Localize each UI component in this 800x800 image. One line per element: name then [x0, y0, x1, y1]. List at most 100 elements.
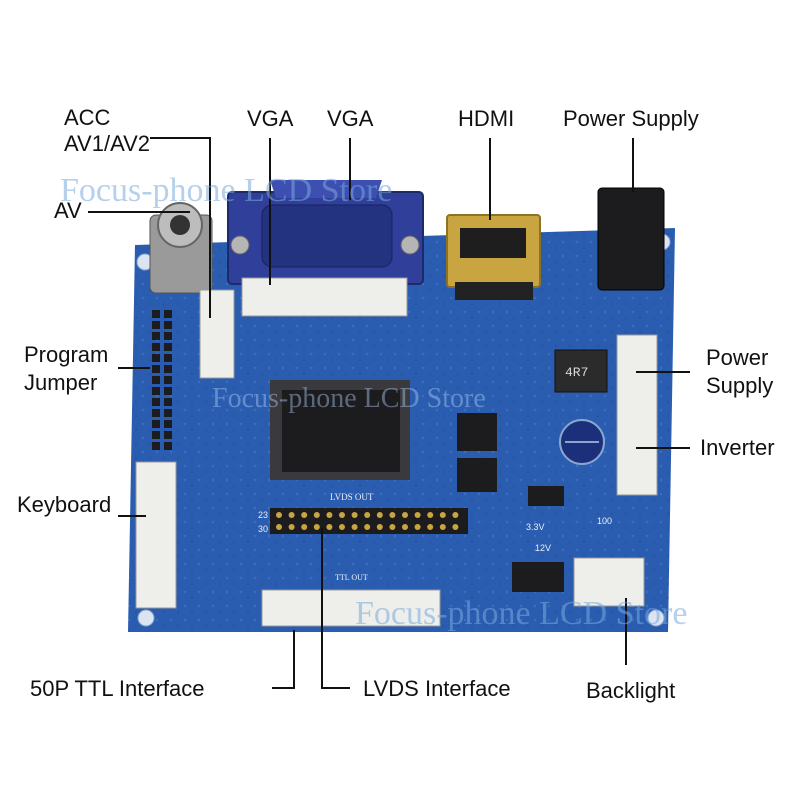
program-jumper-pins [152, 310, 172, 450]
label-av1-av2: AV1/AV2 [64, 131, 151, 156]
jumper-pin [164, 387, 172, 395]
jumper-pin [152, 332, 160, 340]
label-program-jumper: Program Jumper [24, 342, 109, 396]
lvds-pin [427, 512, 434, 518]
lvds-pin [402, 512, 408, 518]
label-program-line1: Program [24, 342, 109, 367]
jumper-pin [164, 310, 172, 318]
board-text-23: 23 [258, 510, 268, 520]
component [457, 413, 497, 451]
board-text-30: 30 [258, 524, 268, 534]
label-vga-right: VGA [327, 106, 374, 131]
jumper-pin [152, 354, 160, 362]
vga-header [241, 277, 408, 317]
lvds-pin [288, 524, 295, 530]
lvds-pin [351, 512, 358, 518]
mount-hole-br [647, 609, 665, 627]
lvds-pin [376, 524, 383, 530]
component [457, 458, 497, 492]
jumper-pin [164, 354, 172, 362]
jumper-pin [164, 420, 172, 428]
lvds-pin [364, 512, 371, 518]
board-text-12v: 12V [535, 543, 551, 553]
label-lvds-interface: LVDS Interface [363, 676, 511, 701]
jumper-pin [164, 343, 172, 351]
jumper-pin [152, 376, 160, 384]
jumper-pin [164, 398, 172, 406]
label-ttl-interface: 50P TTL Interface [30, 676, 205, 701]
jumper-pin [152, 409, 160, 417]
leader-lines [88, 137, 690, 689]
inductor [554, 349, 608, 393]
label-program-line2: Jumper [24, 370, 98, 396]
lvds-pin [351, 524, 358, 530]
board-text-ttl-out: TTL OUT [335, 573, 368, 582]
lvds-pin [301, 512, 308, 518]
label-power-line2: Supply [706, 373, 774, 399]
lvds-pin [452, 524, 459, 530]
vga-port [227, 180, 424, 285]
jumper-pin [152, 365, 160, 373]
lvds-pin [339, 524, 345, 530]
lvds-pin [439, 512, 446, 518]
lvds-pin [389, 512, 396, 518]
label-vga-left: VGA [247, 106, 294, 131]
label-power-line1: Power [706, 345, 769, 370]
board-text-inductor: 4R7 [565, 365, 588, 380]
jumper-pin [164, 409, 172, 417]
power-jack [597, 187, 665, 291]
lvds-pin [301, 524, 308, 530]
backlight-connector [573, 557, 645, 607]
leader-ttl [272, 630, 295, 689]
lvds-pin [376, 512, 383, 518]
jumper-pin [164, 365, 172, 373]
label-power-supply-top: Power Supply [563, 106, 699, 131]
lvds-pin [326, 524, 333, 530]
lvds-pin [364, 524, 371, 530]
label-acc: ACC [64, 105, 111, 130]
lvds-pin [313, 524, 320, 530]
jumper-pin [152, 442, 160, 450]
lvds-pin [389, 524, 396, 530]
lvds-pin [288, 512, 295, 518]
label-keyboard: Keyboard [17, 492, 112, 517]
hdmi-port [446, 214, 541, 300]
lvds-pin [339, 512, 345, 518]
jumper-pin [164, 332, 172, 340]
power-inverter-connector [616, 334, 658, 496]
ttl-fpc-connector [261, 589, 441, 627]
watermark-bottom: Focus-phone LCD Store [355, 595, 688, 632]
label-hdmi: HDMI [458, 106, 515, 131]
jumper-pin [164, 321, 172, 329]
mount-hole-bl [137, 609, 155, 627]
component [512, 562, 564, 592]
lvds-header [270, 508, 468, 534]
label-power-supply-right: Power Supply [706, 345, 774, 399]
board-text-100: 100 [597, 516, 612, 526]
jumper-pin [164, 376, 172, 384]
leader-lvds [321, 528, 350, 689]
jumper-pin [152, 310, 160, 318]
lvds-pin [439, 524, 446, 530]
jumper-pin [152, 398, 160, 406]
lvds-pin [427, 524, 434, 530]
jumper-pin [152, 431, 160, 439]
board-text-lvds-out: LVDS OUT [330, 492, 374, 502]
capacitor [559, 419, 605, 465]
component [528, 486, 564, 506]
lvds-pin [452, 512, 459, 518]
watermark-top: Focus-phone LCD Store [60, 172, 393, 209]
jumper-pin [152, 387, 160, 395]
jumper-pin [164, 442, 172, 450]
jumper-pin [152, 321, 160, 329]
main-chip [270, 380, 410, 480]
av-jack [149, 202, 213, 294]
leader-acc [150, 137, 211, 318]
label-av: AV [54, 198, 82, 223]
watermark-middle: Focus-phone LCD Store [212, 383, 486, 414]
av1-av2-connector [199, 289, 235, 379]
lvds-pin [414, 524, 421, 530]
lvds-pin [276, 524, 282, 530]
